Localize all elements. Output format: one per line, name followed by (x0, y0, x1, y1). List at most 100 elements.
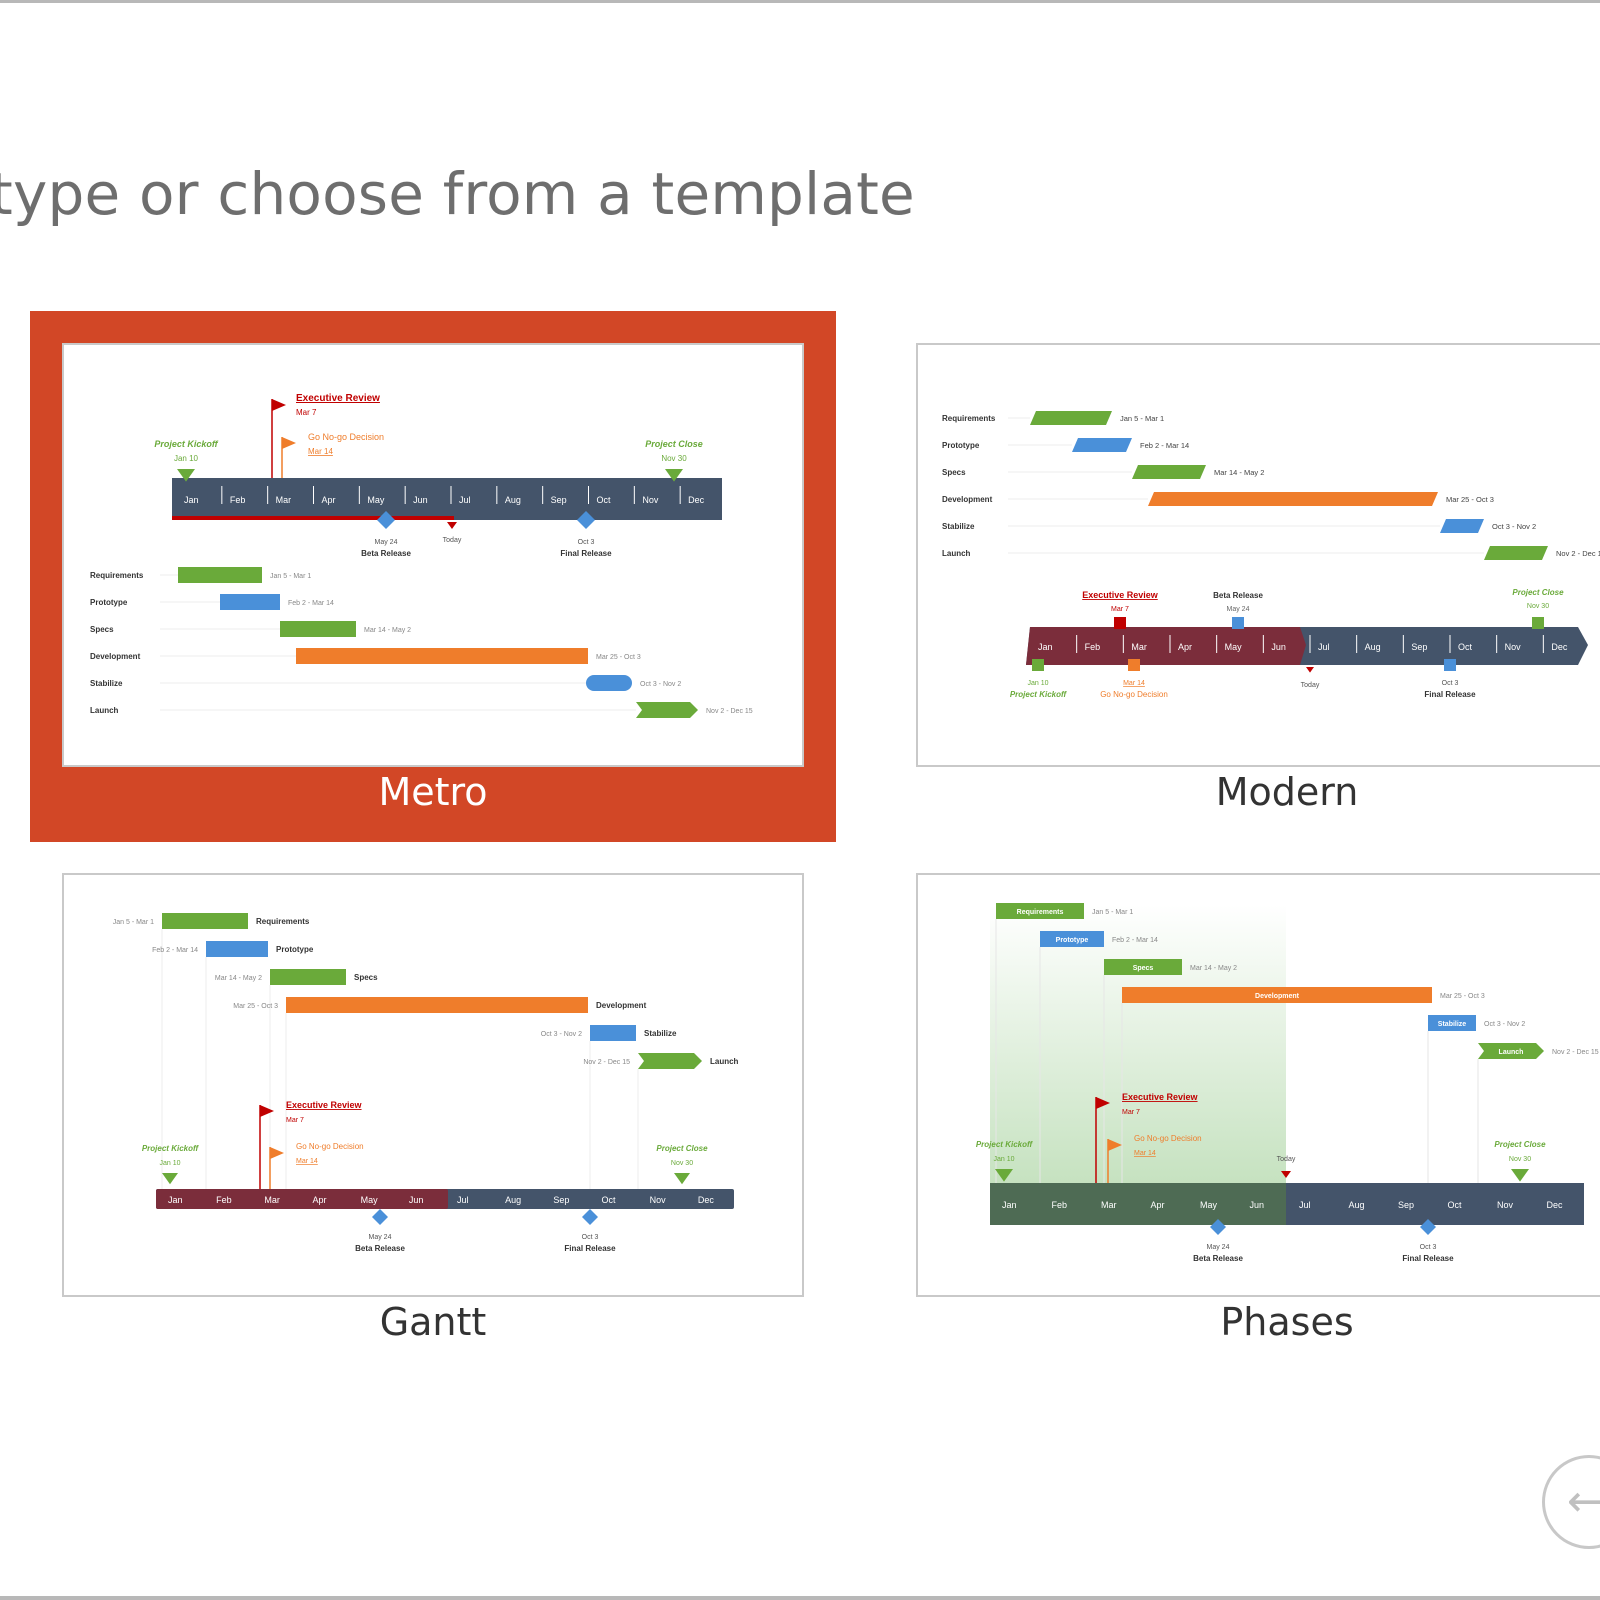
go-no-go-title: Go No-go Decision (1134, 1134, 1202, 1143)
final-release-title: Final Release (1402, 1254, 1454, 1263)
beta-release-marker (372, 1209, 388, 1225)
final-release-title: Final Release (560, 549, 612, 558)
modern-timeline-month: Dec (1551, 642, 1568, 652)
close-date: Nov 30 (671, 1160, 693, 1167)
final-release-title: Final Release (1424, 690, 1476, 699)
back-button[interactable]: ← (1542, 1455, 1600, 1549)
bottom-border (0, 1596, 1600, 1600)
phase-highlight (990, 905, 1286, 1183)
close-title: Project Close (656, 1144, 708, 1153)
task-bar-label: Prototype (1056, 937, 1089, 944)
progress-line (172, 516, 454, 520)
task-name: Stabilize (644, 1029, 677, 1038)
today-marker (447, 522, 457, 529)
task-range: Jan 5 - Mar 1 (113, 919, 154, 926)
task-bar (286, 997, 588, 1013)
kickoff-date: Jan 10 (174, 454, 199, 463)
today-label: Today (443, 537, 462, 544)
task-bar (178, 567, 262, 583)
gantt-timeline-month: Feb (216, 1195, 232, 1205)
metro-timeline-month: Jan (184, 495, 199, 505)
metro-timeline-month: May (367, 495, 385, 505)
final-release-marker (1420, 1219, 1436, 1235)
modern-timeline-month: Jul (1318, 642, 1330, 652)
beta-release-date: May 24 (369, 1234, 392, 1241)
task-bar (296, 648, 588, 664)
phases-timeline-month: Nov (1497, 1200, 1514, 1210)
gantt-label: Gantt (379, 1300, 487, 1344)
metro-label: Metro (378, 770, 488, 814)
phases-timeline-month: Jul (1299, 1200, 1311, 1210)
task-range: Nov 2 - Dec 15 (1556, 549, 1600, 558)
exec-review-flag (272, 399, 286, 411)
task-bar (206, 941, 268, 957)
beta-release-marker (1210, 1219, 1226, 1235)
gantt-timeline-month: Jun (409, 1195, 424, 1205)
today-marker (1281, 1171, 1291, 1178)
task-bar (1428, 1015, 1476, 1031)
exec-review-title: Executive Review (1122, 1092, 1199, 1102)
modern-timeline-month: Oct (1458, 642, 1473, 652)
close-date: Nov 30 (1527, 603, 1549, 610)
task-name: Requirements (942, 414, 996, 423)
close-title: Project Close (645, 439, 703, 449)
beta-release-date: May 24 (375, 539, 398, 546)
close-marker (1511, 1169, 1529, 1182)
close-marker (665, 469, 683, 482)
exec-review-flag (260, 1105, 274, 1117)
metro-timeline-month: Jul (459, 495, 471, 505)
task-name: Launch (710, 1057, 739, 1066)
beta-release-marker (1232, 617, 1244, 629)
go-no-go-date: Mar 14 (296, 1158, 318, 1165)
gantt-timeline-month: Dec (698, 1195, 715, 1205)
task-name: Prototype (942, 441, 980, 450)
modern-timeline-month: Feb (1085, 642, 1101, 652)
task-range: Mar 25 - Oct 3 (1446, 495, 1494, 504)
final-release-date: Oct 3 (1442, 680, 1459, 687)
metro-timeline-month: Apr (322, 495, 336, 505)
task-range: Mar 25 - Oct 3 (1440, 993, 1485, 1000)
kickoff-marker (177, 469, 195, 482)
task-range: Mar 14 - May 2 (1214, 468, 1264, 477)
modern-timeline-month: Mar (1131, 642, 1147, 652)
gantt-timeline-month: Aug (505, 1195, 521, 1205)
final-release-date: Oct 3 (582, 1234, 599, 1241)
task-name: Requirements (256, 917, 310, 926)
beta-release-title: Beta Release (1193, 1254, 1243, 1263)
task-bar (590, 1025, 636, 1041)
task-bar-label: Specs (1133, 965, 1154, 972)
top-border (0, 0, 1600, 3)
close-title: Project Close (1512, 588, 1564, 597)
task-range: Feb 2 - Mar 14 (1112, 937, 1158, 944)
close-date: Nov 30 (661, 454, 687, 463)
task-bar (270, 969, 346, 985)
task-bar (1478, 1043, 1544, 1059)
task-name: Launch (90, 706, 119, 715)
metro-timeline-month: Dec (688, 495, 705, 505)
exec-review-title: Executive Review (296, 393, 380, 404)
modern-timeline-month: May (1225, 642, 1243, 652)
go-no-go-flag (1108, 1139, 1122, 1151)
task-bar (638, 1053, 702, 1069)
phases-timeline-month: Feb (1052, 1200, 1068, 1210)
metro-timeline-month: Sep (551, 495, 567, 505)
beta-release-title: Beta Release (355, 1244, 405, 1253)
exec-review-date: Mar 7 (286, 1117, 304, 1124)
metro-timeline-month: Feb (230, 495, 246, 505)
go-no-go-date: Mar 14 (1134, 1150, 1156, 1157)
metro-timeline-month: Mar (276, 495, 292, 505)
exec-review-title: Executive Review (286, 1100, 363, 1110)
task-bar (1104, 959, 1182, 975)
elapsed-bar (1026, 627, 1306, 665)
task-bar (996, 903, 1084, 919)
task-bar (1072, 438, 1132, 452)
beta-release-title: Beta Release (1213, 591, 1263, 600)
task-name: Requirements (90, 571, 144, 580)
phase-bar (990, 1183, 1286, 1225)
task-bar (1440, 519, 1484, 533)
